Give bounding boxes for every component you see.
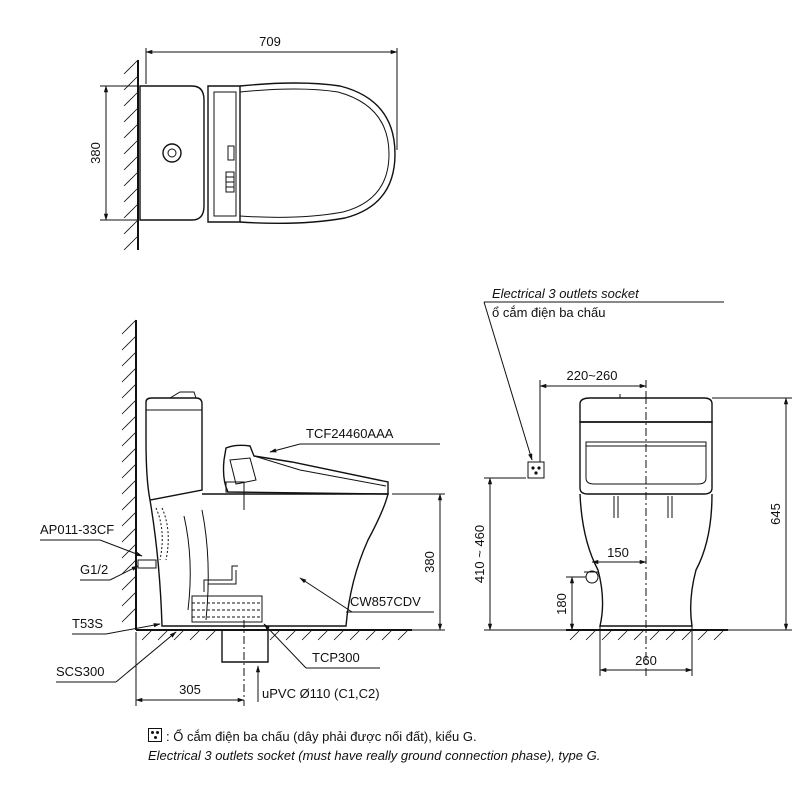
side-floor-hatch [141, 629, 409, 641]
label-upvc: uPVC Ø110 (C1,C2) [262, 686, 380, 701]
front-floor-hatch [569, 629, 725, 641]
legend-text-en: Electrical 3 outlets socket (must have r… [148, 748, 601, 763]
label-ap011-33cf: AP011-33CF [40, 522, 114, 537]
front-tank [579, 397, 713, 423]
socket-symbol [527, 461, 545, 479]
flush-button [162, 143, 182, 163]
dim-645-label: 645 [768, 503, 783, 525]
socket-label-en: Electrical 3 outlets socket [492, 286, 640, 301]
top-view: 709 380 [88, 34, 398, 251]
side-supply-hose [203, 565, 238, 592]
front-supply-valve [585, 570, 599, 584]
top-lid [239, 82, 396, 225]
top-tank [139, 85, 205, 221]
top-seat-unit [207, 85, 241, 223]
side-drain-pipe [221, 630, 269, 663]
side-tank [145, 397, 203, 501]
dim-180-label: 180 [554, 593, 569, 615]
dim-socket-width-label: 220~260 [567, 368, 618, 383]
legend-line-vi: : Ổ cắm điện ba chấu (dây phải được nối … [148, 727, 600, 746]
side-bowl [149, 493, 389, 627]
dim-260-label: 260 [635, 653, 657, 668]
control-panel [227, 145, 235, 161]
socket-label-vi: ổ cắm điện ba chấu [492, 305, 605, 320]
label-g12: G1/2 [80, 562, 108, 577]
label-t53s: T53S [72, 616, 103, 631]
side-seat [222, 444, 389, 495]
dim-150-label: 150 [607, 545, 629, 560]
legend-text-vi: : Ổ cắm điện ba chấu (dây phải được nối … [166, 729, 477, 744]
dim-socket-height-label: 410 ~ 460 [472, 525, 487, 583]
label-tcf24460aaa: TCF24460AAA [306, 426, 394, 441]
side-flange-box [191, 595, 263, 623]
side-wall-hatch [121, 319, 137, 623]
label-scs300: SCS300 [56, 664, 104, 679]
dim-380-top-label: 380 [88, 142, 103, 164]
front-view: Electrical 3 outlets socket ổ cắm điện b… [472, 286, 792, 676]
dim-380-side-label: 380 [422, 551, 437, 573]
dim-305-label: 305 [179, 682, 201, 697]
socket-legend-icon [148, 728, 162, 742]
socket-leader [483, 301, 533, 461]
legend-note: : Ổ cắm điện ba chấu (dây phải được nối … [148, 727, 600, 765]
top-wall-hatch [123, 59, 139, 251]
stop-valve [137, 559, 157, 569]
dim-709-label: 709 [259, 34, 281, 49]
label-cw857cdv: CW857CDV [350, 594, 421, 609]
side-view: 380 305 TCF24460AAA CW857CDV AP011-33CF … [40, 319, 445, 706]
label-tcp300: TCP300 [312, 650, 360, 665]
front-seat [579, 421, 713, 495]
